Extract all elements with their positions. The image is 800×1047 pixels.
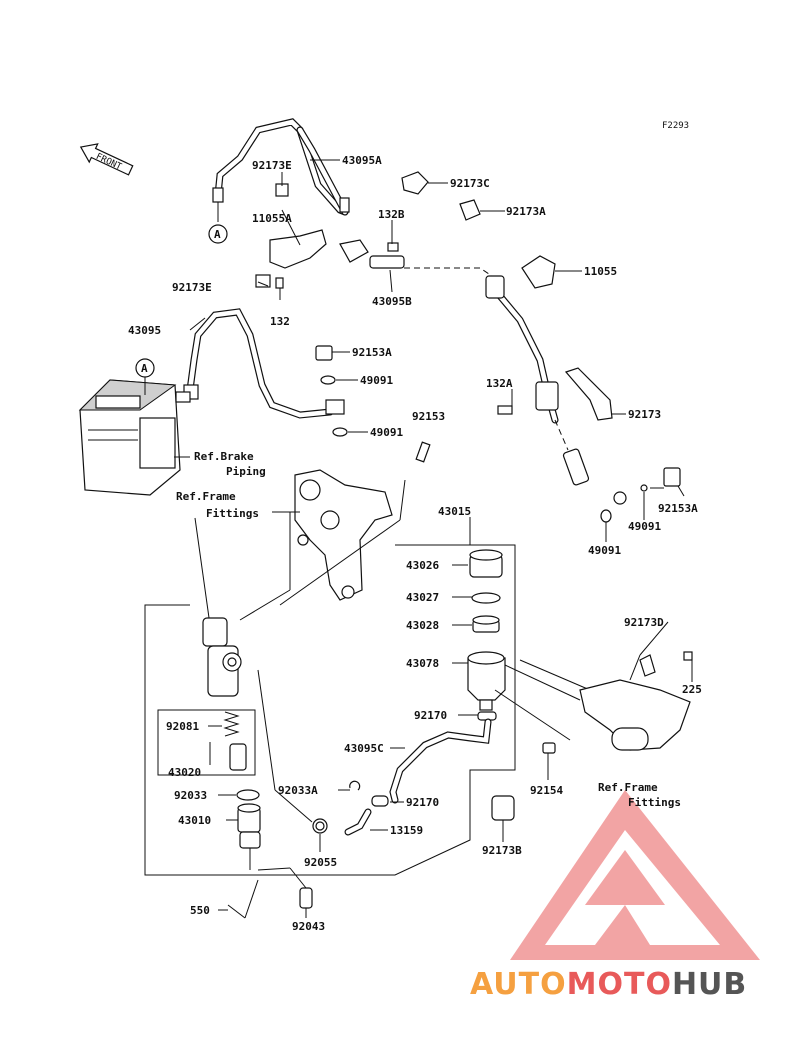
- label-132B: 132B: [378, 208, 405, 221]
- reference-labels: Ref.Brake Piping Ref.Frame Fittings Ref.…: [176, 450, 681, 809]
- bolt-92154: [542, 742, 556, 754]
- ref-brake-piping-line2: Piping: [226, 465, 266, 478]
- reservoir-43078: [467, 651, 506, 711]
- plate-43027: [471, 592, 501, 604]
- label-92173: 92173: [628, 408, 661, 421]
- label-92173B: 92173B: [482, 844, 522, 857]
- watermark-text: AUTOMOTOHUB: [470, 967, 747, 1002]
- ref-frame-fittings-left-line2: Fittings: [206, 507, 259, 520]
- label-92081: 92081: [166, 720, 199, 733]
- callout-a-abs-label: A: [141, 362, 148, 375]
- group-box-43015: [144, 544, 516, 876]
- circlip-92033: [236, 789, 260, 801]
- watermark-part1: AUTO: [470, 967, 567, 1002]
- connection-line-top: [404, 267, 496, 279]
- footrest-bracket: [294, 469, 393, 601]
- diaphragm-43028: [472, 615, 500, 633]
- label-43028: 43028: [406, 619, 439, 632]
- label-92170-low: 92170: [406, 796, 439, 809]
- push-rod-43010: [237, 803, 261, 870]
- master-cylinder-43020: [202, 617, 242, 697]
- label-43020: 43020: [168, 766, 201, 779]
- label-92055: 92055: [304, 856, 337, 869]
- label-92173C: 92173C: [450, 177, 490, 190]
- label-92154: 92154: [530, 784, 563, 797]
- brake-hose-43095A: [212, 118, 350, 222]
- label-132: 132: [270, 315, 290, 328]
- label-43015: 43015: [438, 505, 471, 518]
- pin-550: [227, 879, 259, 919]
- fitting-13159: [344, 808, 372, 836]
- abs-unit: [78, 379, 191, 496]
- callout-a-top: [208, 224, 228, 244]
- label-43027: 43027: [406, 591, 439, 604]
- watermark-part3: HUB: [672, 967, 747, 1002]
- label-92033A: 92033A: [278, 784, 318, 797]
- label-43010: 43010: [178, 814, 211, 827]
- clamp-92170-low: [371, 795, 389, 807]
- label-92173E-top: 92173E: [252, 159, 292, 172]
- part-labels: 43095A 92173E 11055A 92173E 132 132B 430…: [128, 154, 702, 933]
- reservoir-cap-43026: [469, 549, 503, 578]
- label-49091-right: 49091: [628, 520, 661, 533]
- banjo-bolts-mid: [315, 345, 431, 463]
- watermark-part2: MOTO: [567, 967, 672, 1002]
- label-49091-right2: 49091: [588, 544, 621, 557]
- label-92173A: 92173A: [506, 205, 546, 218]
- callout-a-top-label: A: [214, 228, 221, 241]
- frame-bracket-right: [579, 651, 693, 751]
- figure-code: F2293: [662, 121, 689, 131]
- clamp-92173B: [491, 795, 515, 842]
- reservoir-hose-43095C: [389, 718, 492, 804]
- circlip-92033A: [349, 780, 361, 791]
- label-11055A: 11055A: [252, 212, 292, 225]
- ref-frame-fittings-right-line2: Fittings: [628, 796, 681, 809]
- ref-frame-fittings-left-line1: Ref.Frame: [176, 490, 236, 503]
- label-13159: 13159: [390, 824, 423, 837]
- label-43095C: 43095C: [344, 742, 384, 755]
- label-132A: 132A: [486, 377, 513, 390]
- label-49091-top: 49091: [360, 374, 393, 387]
- clamps-top-right: [401, 171, 556, 289]
- label-92153A-right: 92153A: [658, 502, 698, 515]
- label-11055: 11055: [584, 265, 617, 278]
- label-43095A: 43095A: [342, 154, 382, 167]
- pin-92043: [289, 867, 313, 909]
- label-550: 550: [190, 904, 210, 917]
- label-92153: 92153: [412, 410, 445, 423]
- label-49091-mid: 49091: [370, 426, 403, 439]
- ref-brake-piping-line1: Ref.Brake: [194, 450, 254, 463]
- group-box-92081: [157, 709, 256, 776]
- label-225: 225: [682, 683, 702, 696]
- bracket-92173: [564, 367, 613, 421]
- front-arrow-icon: FRONT: [79, 143, 134, 176]
- label-43078: 43078: [406, 657, 439, 670]
- svg-text:AUTOMOTOHUB: AUTOMOTOHUB: [470, 967, 747, 1002]
- label-92173D: 92173D: [624, 616, 664, 629]
- label-43095: 43095: [128, 324, 161, 337]
- label-43095B: 43095B: [372, 295, 412, 308]
- label-92153A-top: 92153A: [352, 346, 392, 359]
- brake-hose-43095: [183, 308, 345, 419]
- label-92033: 92033: [174, 789, 207, 802]
- watermark-logo: [510, 790, 760, 960]
- leader-lines: [174, 159, 693, 918]
- label-43026: 43026: [406, 559, 439, 572]
- label-92170-top: 92170: [414, 709, 447, 722]
- spring-92081: [223, 711, 247, 771]
- ref-frame-fittings-right-line1: Ref.Frame: [598, 781, 658, 794]
- brake-hose-right: [485, 275, 681, 523]
- label-92173E-low: 92173E: [172, 281, 212, 294]
- label-92043: 92043: [292, 920, 325, 933]
